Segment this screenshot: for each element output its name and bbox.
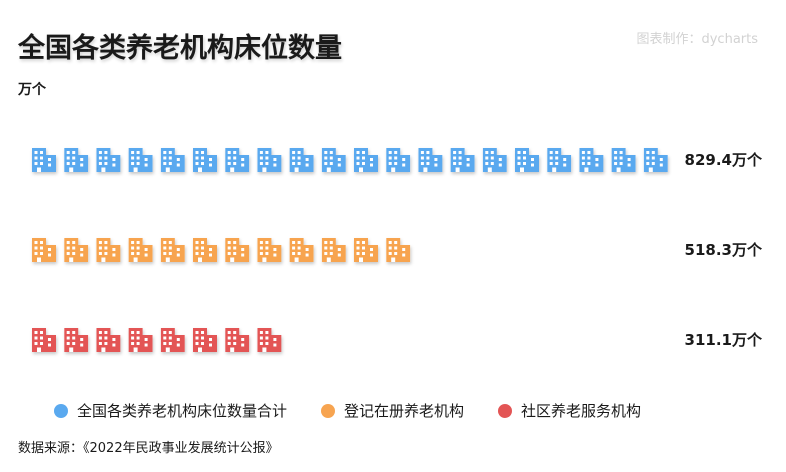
legend: 全国各类养老机构床位数量合计 登记在册养老机构 社区养老服务机构 [54,400,675,421]
building-icon [482,148,507,172]
bar-row-2: 311.1万个 [32,328,763,352]
building-icon [32,238,56,262]
building-icon [354,238,378,262]
legend-dot [54,403,68,418]
building-icon [386,238,411,262]
legend-label: 社区养老服务机构 [521,402,642,420]
legend-dot [498,403,513,418]
building-icon [225,148,250,172]
pictogram-chart: 829.4万个 518.3万个 311.1万个 [32,148,763,352]
building-icon [96,328,121,352]
data-label: 311.1万个 [685,331,763,349]
building-icon [386,148,411,172]
building-icon [289,148,314,172]
building-icon [193,328,217,352]
building-icon [96,238,121,262]
legend-item-total[interactable]: 全国各类养老机构床位数量合计 [54,400,287,421]
building-icon [128,148,153,172]
bar-row-1: 518.3万个 [32,238,763,262]
legend-item-registered[interactable]: 登记在册养老机构 [321,400,464,421]
building-icon [450,148,475,172]
building-icon [257,148,282,172]
building-icon [32,148,56,172]
building-icon [64,238,89,262]
unit-label: 万个 [18,82,46,98]
data-label: 829.4万个 [685,151,763,169]
building-icon [160,148,185,172]
building-icon [160,328,185,352]
legend-item-community[interactable]: 社区养老服务机构 [498,400,641,421]
building-icon [193,148,217,172]
data-label: 518.3万个 [685,241,763,259]
bar-row-0: 829.4万个 [32,148,763,172]
watermark: 图表制作：dycharts [636,32,758,47]
data-source: 数据来源：《2022年民政事业发展统计公报》 [18,441,279,456]
building-icon [611,148,636,172]
building-icon [225,238,250,262]
building-icon [225,328,250,352]
building-icon [354,148,378,172]
building-icon [160,238,185,262]
chart-title: 全国各类养老机构床位数量 [18,33,342,64]
building-icon [321,238,346,262]
building-icon [64,148,89,172]
building-icon [257,238,282,262]
building-icon [128,328,153,352]
building-icon [257,328,282,352]
building-icon [643,148,668,172]
building-icon [193,238,217,262]
building-icon [515,148,539,172]
building-icon [32,328,56,352]
legend-label: 全国各类养老机构床位数量合计 [77,402,288,420]
building-icon [128,238,153,262]
legend-dot [321,403,336,418]
building-icon [96,148,121,172]
building-icon [64,328,89,352]
building-icon [321,148,346,172]
building-icon [547,148,572,172]
legend-label: 登记在册养老机构 [344,402,465,420]
building-icon [418,148,443,172]
building-icon [289,238,314,262]
building-icon [579,148,604,172]
